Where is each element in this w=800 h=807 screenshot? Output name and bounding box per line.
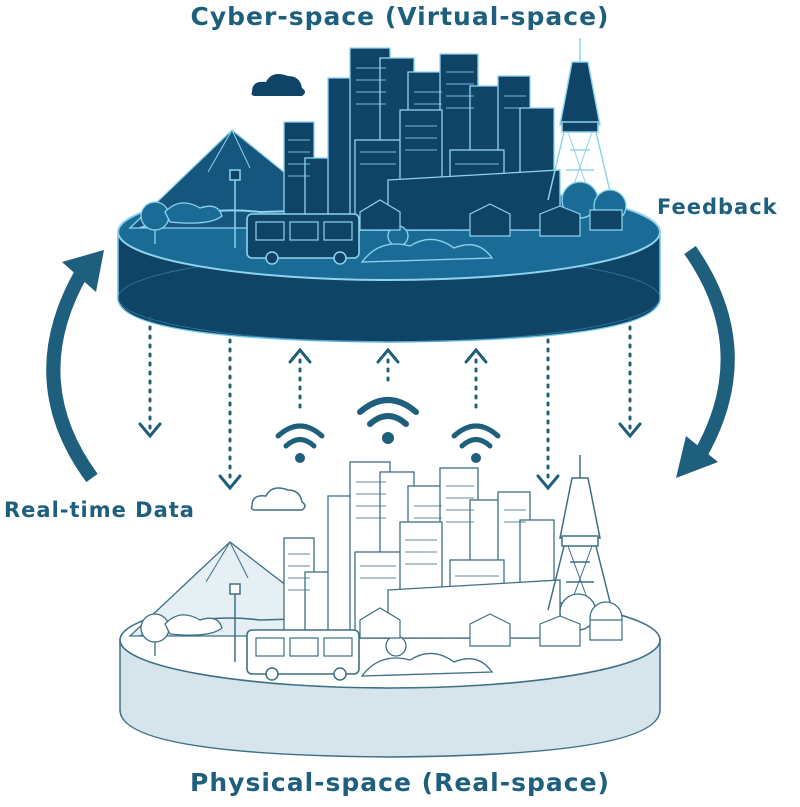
cyber-buildings	[283, 47, 561, 231]
bus-icon	[246, 213, 360, 265]
physical-buildings	[283, 461, 561, 639]
radio-tower-icon	[547, 38, 613, 201]
radio-tower-icon	[547, 455, 613, 611]
physical-space-title: Physical-space (Real-space)	[190, 768, 610, 797]
wifi-signal-icon	[275, 423, 325, 463]
realtime-data-label: Real-time Data	[4, 498, 195, 522]
feedback-label: Feedback	[657, 195, 778, 219]
street-lamp-icon	[229, 169, 241, 248]
feedback-loop-arrow	[676, 245, 735, 478]
wifi-signal-icon	[357, 397, 419, 444]
cyber-space-island	[117, 38, 661, 343]
physical-space-island	[119, 455, 661, 758]
data-link-arrows	[138, 316, 642, 491]
realtime-data-loop-arrow	[46, 250, 104, 483]
cloud-icon	[251, 74, 305, 96]
wifi-signal-icon	[451, 423, 501, 463]
bus-icon	[246, 629, 360, 681]
street-lamp-icon	[229, 583, 241, 662]
cloud-icon	[250, 487, 306, 511]
cyber-space-title: Cyber-space (Virtual-space)	[190, 2, 610, 31]
